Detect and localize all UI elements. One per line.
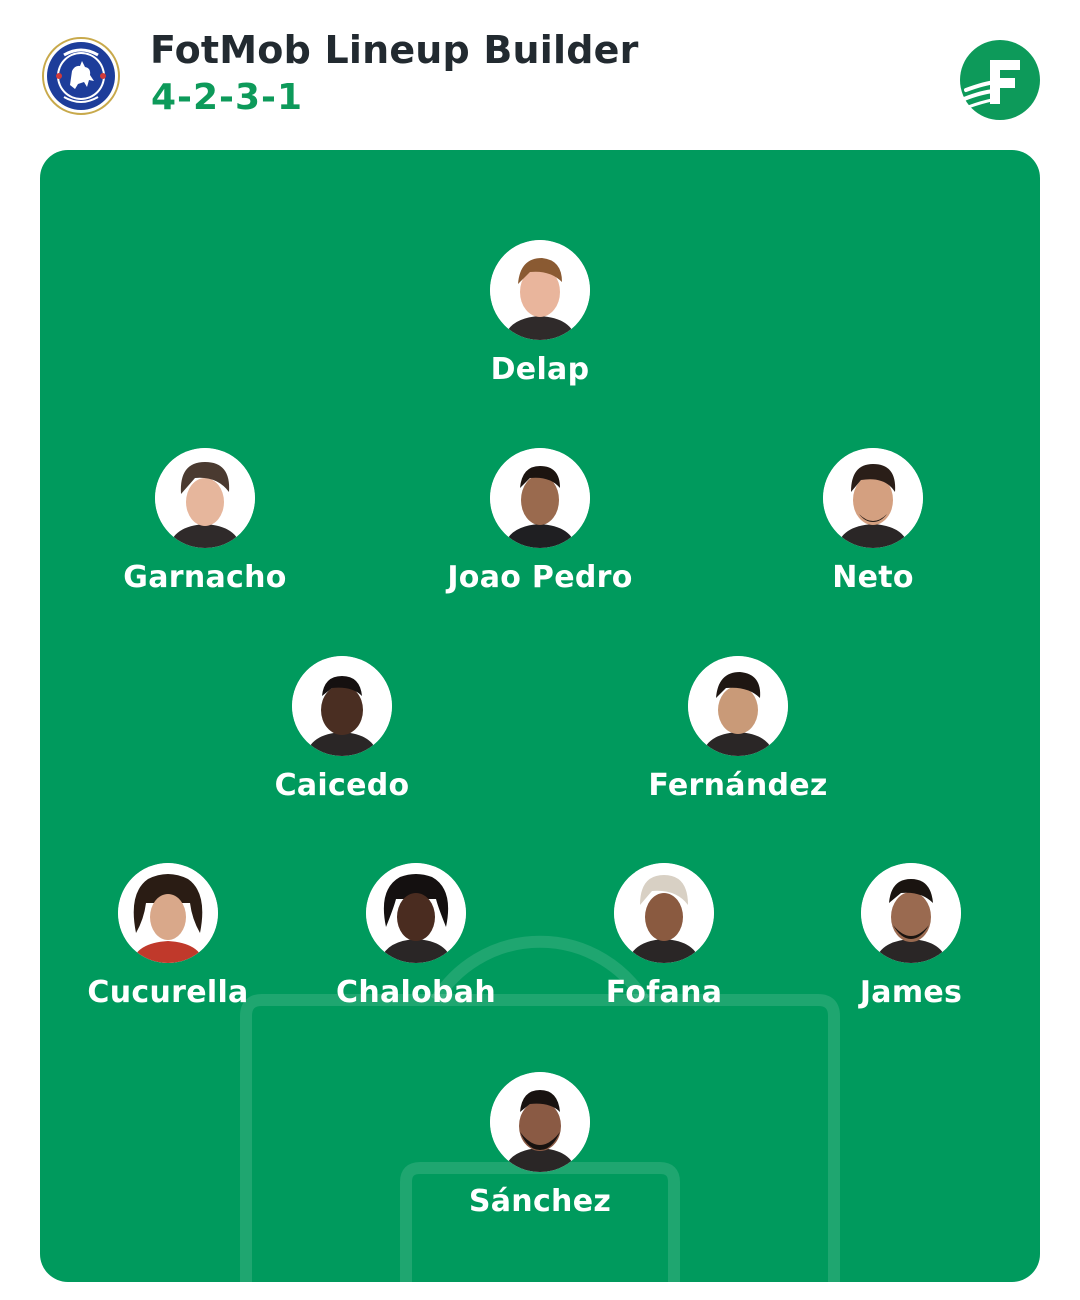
pitch: Delap Garnacho Joao Pedro Neto bbox=[40, 150, 1040, 1282]
header: FotMob Lineup Builder 4-2-3-1 bbox=[0, 0, 1080, 150]
player-sanchez[interactable]: Sánchez bbox=[430, 1072, 650, 1219]
player-name: James bbox=[859, 975, 963, 1010]
player-cucurella[interactable]: Cucurella bbox=[58, 863, 278, 1010]
player-avatar bbox=[490, 448, 590, 548]
player-garnacho[interactable]: Garnacho bbox=[95, 448, 315, 595]
player-avatar bbox=[366, 863, 466, 963]
player-joao-pedro[interactable]: Joao Pedro bbox=[430, 448, 650, 595]
player-caicedo[interactable]: Caicedo bbox=[232, 656, 452, 803]
player-avatar bbox=[823, 448, 923, 548]
player-name: Cucurella bbox=[87, 975, 249, 1010]
chelsea-crest-icon bbox=[42, 37, 120, 115]
player-neto[interactable]: Neto bbox=[763, 448, 983, 595]
player-name: Joao Pedro bbox=[447, 560, 633, 595]
player-avatar bbox=[292, 656, 392, 756]
player-chalobah[interactable]: Chalobah bbox=[306, 863, 526, 1010]
player-name: Fernández bbox=[648, 768, 828, 803]
player-avatar bbox=[490, 240, 590, 340]
player-fofana[interactable]: Fofana bbox=[554, 863, 774, 1010]
player-name: Fofana bbox=[605, 975, 723, 1010]
player-name: Chalobah bbox=[336, 975, 496, 1010]
player-james[interactable]: James bbox=[801, 863, 1021, 1010]
player-avatar bbox=[118, 863, 218, 963]
player-avatar bbox=[688, 656, 788, 756]
player-name: Sánchez bbox=[468, 1184, 612, 1219]
fotmob-logo-icon[interactable] bbox=[960, 40, 1040, 120]
player-avatar bbox=[155, 448, 255, 548]
player-name: Garnacho bbox=[123, 560, 287, 595]
player-fernandez[interactable]: Fernández bbox=[628, 656, 848, 803]
page-title: FotMob Lineup Builder bbox=[150, 28, 639, 72]
player-delap[interactable]: Delap bbox=[430, 240, 650, 387]
player-avatar bbox=[614, 863, 714, 963]
player-name: Delap bbox=[490, 352, 590, 387]
player-avatar bbox=[861, 863, 961, 963]
player-name: Neto bbox=[832, 560, 914, 595]
player-name: Caicedo bbox=[274, 768, 410, 803]
formation-label: 4-2-3-1 bbox=[151, 77, 304, 118]
player-avatar bbox=[490, 1072, 590, 1172]
